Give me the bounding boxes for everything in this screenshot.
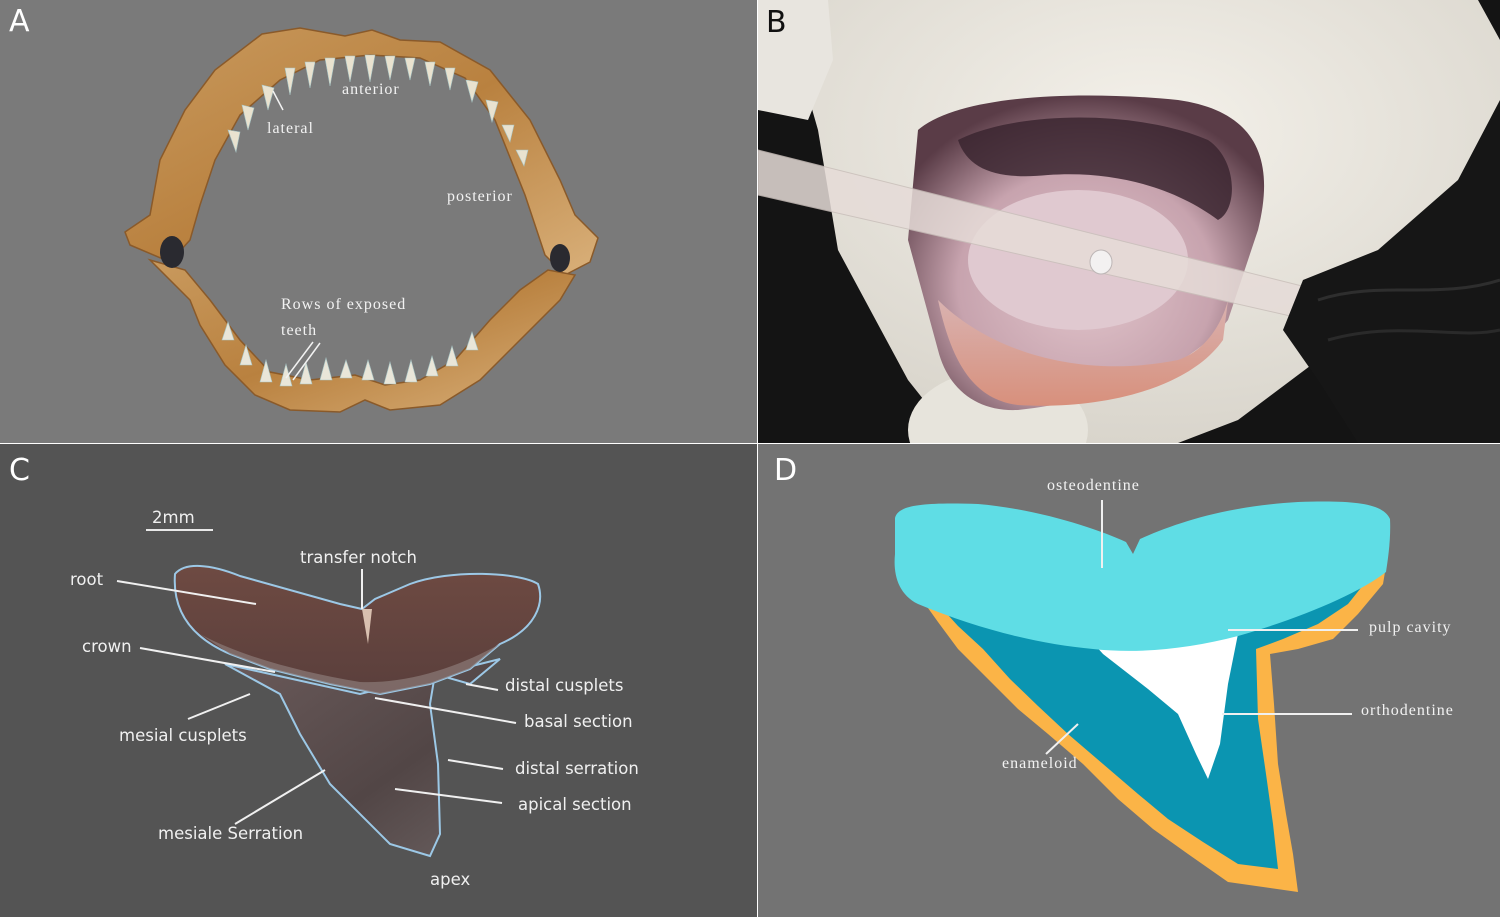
- panel-c-tooth-photo: C 2mm root transfer notch crown mesial c…: [0, 444, 757, 917]
- transfer-notch-shape: [362, 609, 372, 644]
- panel-letter-a: A: [9, 4, 30, 39]
- label-pulp-cavity: pulp cavity: [1369, 619, 1452, 636]
- panel-letter-d: D: [774, 453, 798, 488]
- panel-letter-b: B: [766, 5, 787, 40]
- label-crown: crown: [82, 637, 132, 656]
- lateral-leader-line: [272, 90, 284, 111]
- label-osteodentine: osteodentine: [1047, 477, 1140, 494]
- label-apical-section: apical section: [518, 795, 632, 814]
- leader-lines: [1045, 500, 1358, 755]
- tooth-crown: [224, 658, 501, 858]
- osteodentine-layer: [894, 501, 1391, 651]
- panel-d-tooth-schematic: D osteodentine pulp cavity orthodentine …: [758, 444, 1500, 917]
- label-orthodentine: orthodentine: [1361, 702, 1454, 719]
- label-enameloid: enameloid: [1002, 755, 1078, 772]
- left-shoulder: [758, 0, 833, 120]
- label-basal-section: basal section: [524, 712, 633, 731]
- tooth-root: [173, 564, 542, 696]
- left-jaw-joint: [160, 236, 184, 268]
- label-posterior: posterior: [447, 188, 513, 205]
- lower-gum: [938, 300, 1228, 406]
- label-teeth: teeth: [281, 322, 318, 339]
- label-rows-of-exposed: Rows of exposed: [281, 296, 407, 313]
- model-mouth-illustration: [758, 0, 1500, 443]
- rows-leader-line-1: [285, 341, 314, 379]
- scale-bar-label: 2mm: [152, 508, 195, 527]
- panel-b-model-mouth-photo: B: [758, 0, 1500, 443]
- rows-leader-line-2: [292, 342, 321, 381]
- throat: [958, 117, 1232, 220]
- panel-letter-c: C: [9, 453, 30, 488]
- right-jaw-joint: [550, 244, 570, 272]
- black-glove: [1283, 100, 1500, 443]
- water-droplet: [1089, 249, 1113, 275]
- label-anterior: anterior: [342, 81, 400, 98]
- label-root: root: [70, 570, 104, 589]
- label-mesial-cusplets: mesial cusplets: [119, 726, 247, 745]
- label-distal-serration: distal serration: [515, 759, 639, 778]
- upper-teeth: [227, 54, 529, 167]
- orthodentine-layer: [923, 579, 1368, 869]
- label-lateral: lateral: [267, 120, 314, 137]
- tooth-photo-illustration: [116, 529, 542, 858]
- label-distal-cusplets: distal cusplets: [505, 676, 624, 695]
- label-apex: apex: [430, 870, 471, 889]
- shark-jaw-illustration: [124, 27, 599, 413]
- upper-jaw: [124, 27, 599, 276]
- lower-jaw: [147, 258, 577, 413]
- tooth-schematic: [894, 500, 1391, 892]
- label-mesiale-serration: mesiale Serration: [158, 824, 304, 843]
- lower-teeth: [221, 321, 479, 387]
- panel-a-shark-jaw: A anterior lateral posterior Rows of exp…: [0, 0, 757, 443]
- label-transfer-notch: transfer notch: [300, 548, 417, 567]
- leader-lines: [116, 569, 517, 825]
